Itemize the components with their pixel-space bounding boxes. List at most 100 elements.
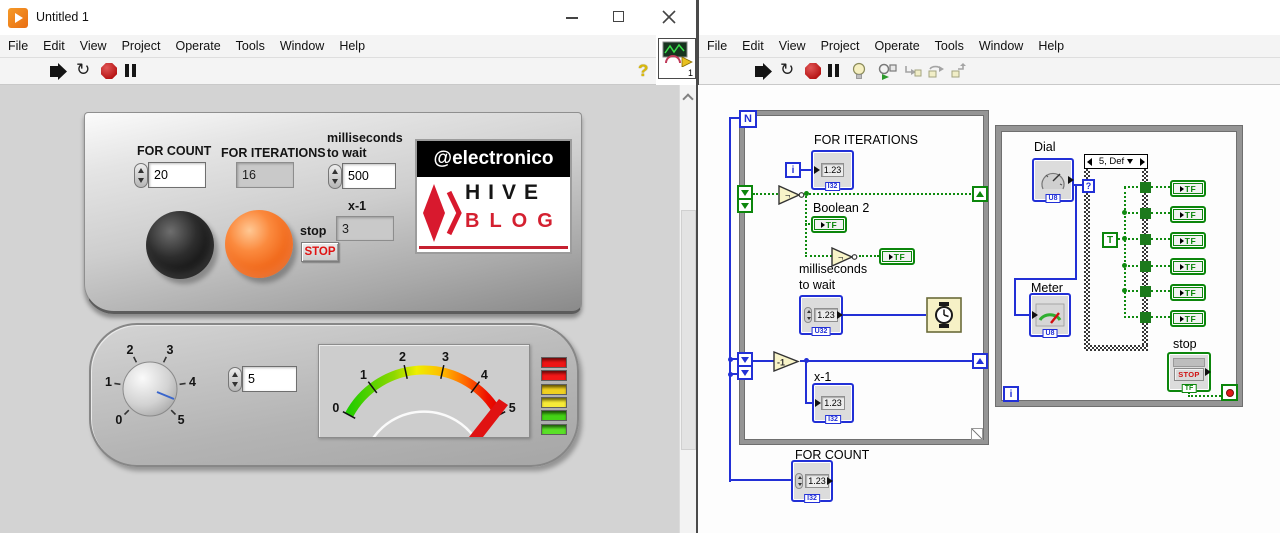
tunnel-green-up[interactable] [972, 186, 988, 202]
wire-green [1118, 238, 1125, 240]
pause-button-icon[interactable] [125, 64, 129, 77]
tf-indicator[interactable]: TF [1170, 180, 1206, 197]
ms-wait-spinner[interactable] [328, 164, 342, 189]
case-selector-input[interactable]: ? [1082, 179, 1095, 193]
pause-button-icon-2[interactable] [828, 64, 832, 77]
for-iterations-terminal[interactable]: 1.23 I32 [811, 150, 854, 191]
menu-tools-2[interactable]: Tools [934, 39, 964, 53]
dial-control[interactable]: 0 1 2 3 4 5 [100, 342, 200, 436]
ms-wait-terminal[interactable]: 1.23 U32 [799, 295, 843, 336]
menu-project[interactable]: Project [121, 39, 161, 53]
iteration-terminal-i[interactable]: i [785, 162, 801, 178]
x-minus-1-label: x-1 [348, 199, 367, 213]
loop-condition-terminal[interactable] [1221, 384, 1238, 401]
step-out-icon[interactable] [950, 63, 968, 79]
while-loop-structure[interactable] [996, 126, 1242, 406]
for-count-label: FOR COUNT [137, 144, 212, 158]
tf-indicator[interactable]: TF [1170, 232, 1206, 249]
case-tunnel[interactable] [1140, 261, 1151, 272]
case-structure-border-left[interactable] [1084, 169, 1090, 351]
abort-button-icon-2[interactable] [805, 63, 821, 79]
shift-register-green-left[interactable] [737, 185, 753, 213]
boolean-led-on[interactable] [225, 210, 293, 278]
menu-tools[interactable]: Tools [235, 39, 265, 53]
case-prev-icon[interactable] [1087, 158, 1092, 166]
minimize-button[interactable] [566, 17, 578, 19]
shift-register-blue-left[interactable] [737, 352, 753, 380]
x-minus-1-terminal[interactable]: 1.23 I32 [812, 383, 854, 424]
dial-terminal[interactable]: U8 [1032, 158, 1074, 203]
menu-file[interactable]: File [8, 39, 29, 53]
run-continuously-icon[interactable]: ↻ [76, 60, 91, 79]
menu-project-2[interactable]: Project [820, 39, 860, 53]
close-button[interactable] [662, 10, 676, 24]
highlight-execution-bulb-icon[interactable] [851, 62, 867, 80]
meter-terminal[interactable]: U8 [1029, 293, 1071, 338]
for-count-terminal[interactable]: 1.23 I32 [791, 460, 833, 503]
type-tag: U32 [811, 327, 831, 336]
tf-indicator-loop[interactable]: TF [879, 248, 915, 265]
loop-resize-corner[interactable] [971, 428, 983, 440]
true-constant[interactable]: T [1102, 232, 1118, 248]
tunnel-blue-up[interactable] [972, 353, 988, 369]
menu-help[interactable]: Help [339, 39, 366, 53]
step-over-icon[interactable] [927, 63, 945, 79]
for-iterations-label: FOR ITERATIONS [221, 146, 326, 160]
for-count-field[interactable]: 20 [148, 162, 206, 188]
menu-operate[interactable]: Operate [175, 39, 221, 53]
boolean-led-off[interactable] [146, 211, 214, 279]
case-tunnel[interactable] [1140, 234, 1151, 245]
wire-green [1151, 316, 1170, 318]
tf-indicator[interactable]: TF [1170, 284, 1206, 301]
vi-icon-box[interactable]: 1 [658, 38, 696, 79]
led-bar-yellow-1 [541, 384, 567, 395]
context-help-icon[interactable]: ? [638, 61, 649, 80]
menu-edit-2[interactable]: Edit [742, 39, 764, 53]
not-gate-2[interactable]: ¬ [831, 247, 859, 267]
case-selector[interactable]: 5, Def [1084, 154, 1148, 169]
boolean2-terminal[interactable]: TF [811, 216, 847, 233]
stop-terminal[interactable]: STOP TF [1167, 352, 1211, 393]
tf-indicator[interactable]: TF [1170, 258, 1206, 275]
tf-indicator[interactable]: TF [1170, 206, 1206, 223]
case-tunnel[interactable] [1140, 286, 1151, 297]
case-structure-border-bottom[interactable] [1084, 345, 1148, 351]
numeric-spinner[interactable] [228, 367, 242, 392]
menu-view[interactable]: View [79, 39, 107, 53]
run-button-icon[interactable] [50, 63, 68, 80]
case-next-icon[interactable] [1140, 158, 1145, 166]
tf-indicator[interactable]: TF [1170, 310, 1206, 327]
retain-wire-values-icon[interactable] [877, 62, 899, 80]
stop-button[interactable]: STOP [301, 242, 339, 262]
menu-file-2[interactable]: File [707, 39, 728, 53]
x-minus-1-terminal-label: x-1 [814, 370, 832, 384]
run-button-icon-2[interactable] [755, 63, 773, 80]
for-count-spinner[interactable] [134, 163, 148, 188]
case-structure-border-right[interactable] [1142, 169, 1148, 351]
abort-button-icon[interactable] [101, 63, 117, 79]
for-loop-structure[interactable] [740, 111, 988, 444]
menu-view-2[interactable]: View [778, 39, 806, 53]
wire-green [1188, 395, 1221, 397]
menu-help-2[interactable]: Help [1038, 39, 1065, 53]
numeric-field[interactable]: 5 [242, 366, 297, 392]
run-continuously-icon-2[interactable]: ↻ [780, 60, 795, 79]
step-into-icon[interactable] [904, 63, 922, 79]
while-iteration-terminal-i[interactable]: i [1003, 386, 1019, 402]
not-gate-1[interactable]: ¬ [778, 185, 806, 205]
case-tunnel[interactable] [1140, 182, 1151, 193]
case-tunnel[interactable] [1140, 208, 1151, 219]
loop-count-terminal-N[interactable]: N [739, 110, 757, 128]
menu-window-2[interactable]: Window [978, 39, 1024, 53]
ms-wait-field[interactable]: 500 [342, 163, 396, 189]
maximize-button[interactable] [613, 11, 624, 22]
menu-operate-2[interactable]: Operate [874, 39, 920, 53]
menu-window[interactable]: Window [279, 39, 325, 53]
decrement-function[interactable]: -1 [773, 351, 801, 372]
case-tunnel[interactable] [1140, 312, 1151, 323]
menu-edit[interactable]: Edit [43, 39, 65, 53]
front-panel-scrollbar-thumb[interactable] [681, 210, 696, 450]
case-dropdown-icon[interactable] [1127, 159, 1134, 164]
wait-ms-function[interactable] [926, 297, 962, 333]
